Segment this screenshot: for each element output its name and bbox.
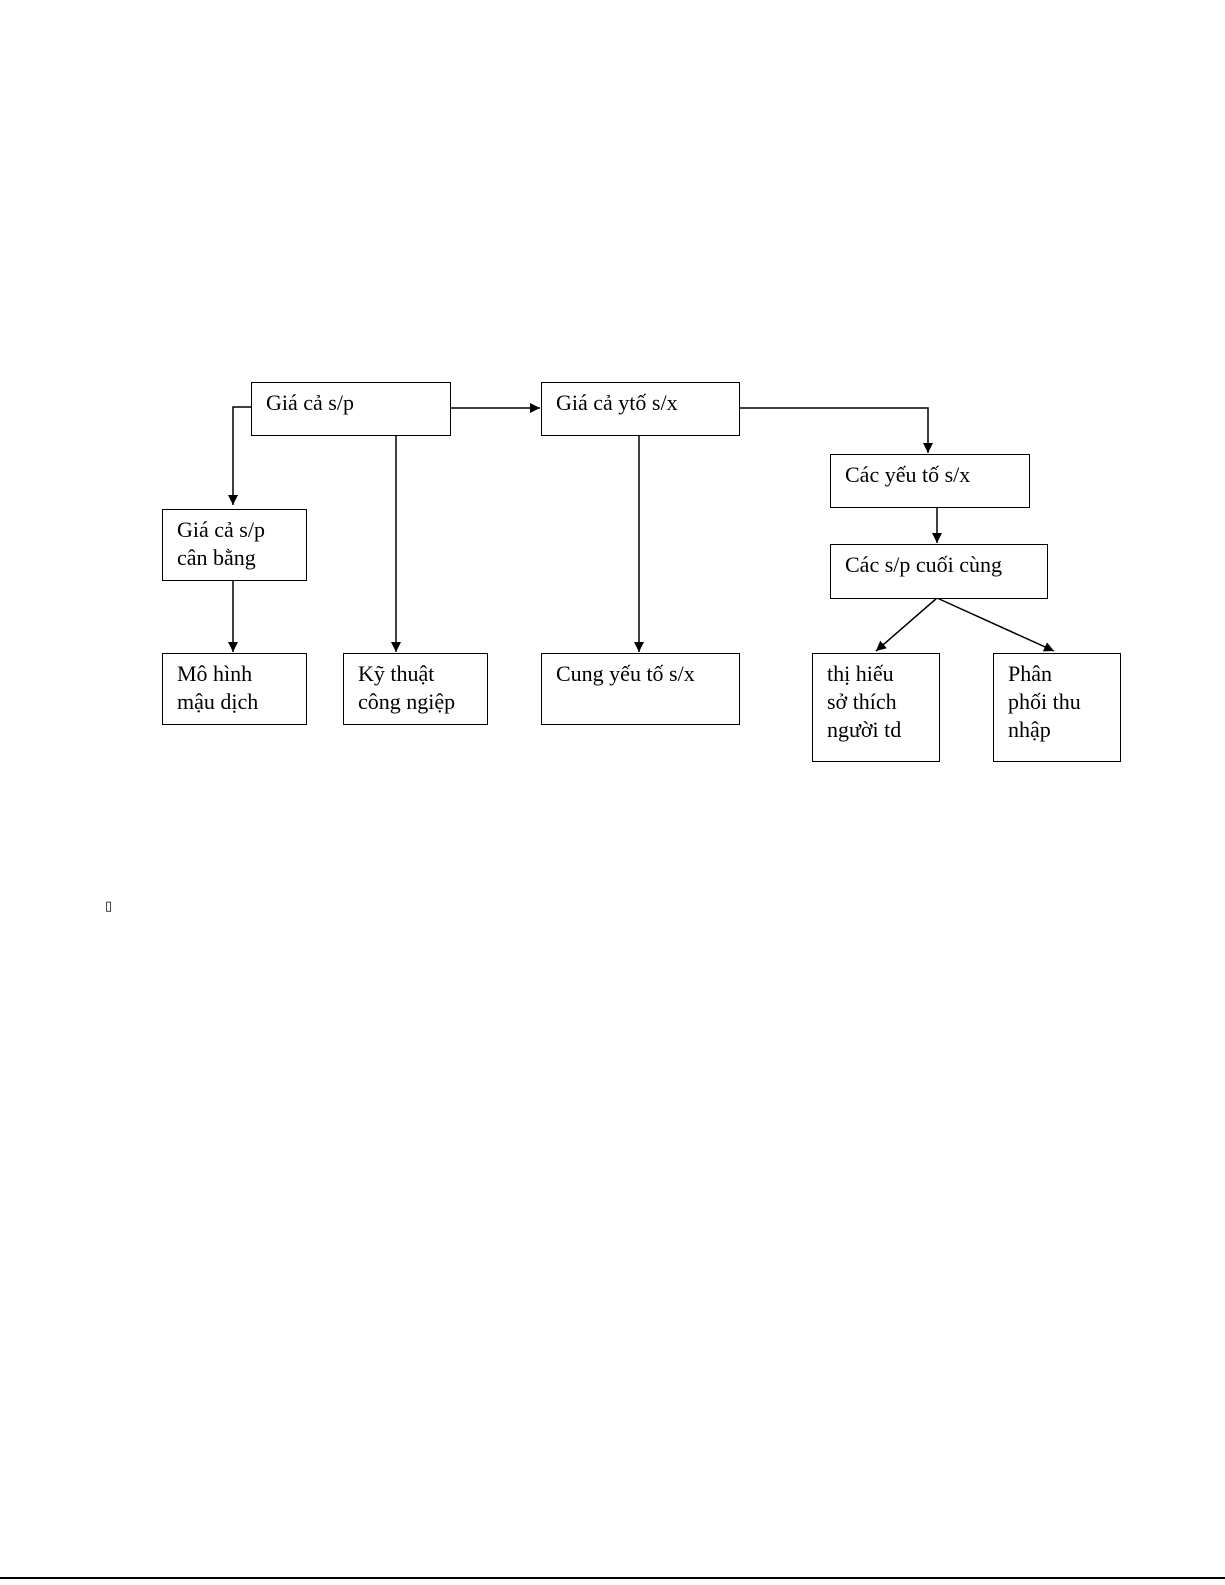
box-industrial-technology-line-1: Kỹ thuật	[358, 660, 473, 688]
box-industrial-technology: Kỹ thuật công ngiệp	[343, 653, 488, 725]
box-trade-model-line-1: Mô hình	[177, 660, 292, 688]
box-factor-supply: Cung yếu tố s/x	[541, 653, 740, 725]
box-product-price: Giá cả s/p	[251, 382, 451, 436]
box-income-distribution-line-1: Phân	[1008, 660, 1106, 688]
box-income-distribution-line-2: phối thu	[1008, 688, 1106, 716]
arrow-final-products-to-preferences	[876, 598, 937, 651]
box-industrial-technology-line-2: công ngiệp	[358, 688, 473, 716]
box-equilibrium-price: Giá cả s/p cân bằng	[162, 509, 307, 581]
arrow-final-products-to-income-distribution	[937, 598, 1054, 651]
stray-glyph: ▯	[105, 899, 112, 913]
box-trade-model: Mô hình mậu dịch	[162, 653, 307, 725]
box-equilibrium-price-line-1: Giá cả s/p	[177, 516, 292, 544]
box-income-distribution: Phân phối thu nhập	[993, 653, 1121, 762]
box-production-factors: Các yếu tố s/x	[830, 454, 1030, 508]
box-production-factors-label: Các yếu tố s/x	[845, 461, 1015, 489]
box-consumer-preferences-line-2: sở thích	[827, 688, 925, 716]
box-consumer-preferences-line-1: thị hiếu	[827, 660, 925, 688]
box-income-distribution-line-3: nhập	[1008, 716, 1106, 744]
box-factor-price-label: Giá cả ytố s/x	[556, 389, 725, 417]
box-factor-price: Giá cả ytố s/x	[541, 382, 740, 436]
box-product-price-label: Giá cả s/p	[266, 389, 436, 417]
page-bottom-rule	[0, 1577, 1225, 1579]
box-factor-supply-label: Cung yếu tố s/x	[556, 660, 725, 688]
box-consumer-preferences-line-3: người td	[827, 716, 925, 744]
box-equilibrium-price-line-2: cân bằng	[177, 544, 292, 572]
arrow-factor-price-to-production-factors	[740, 408, 928, 453]
box-trade-model-line-2: mậu dịch	[177, 688, 292, 716]
box-consumer-preferences: thị hiếu sở thích người td	[812, 653, 940, 762]
box-final-products: Các s/p cuối cùng	[830, 544, 1048, 599]
box-final-products-label: Các s/p cuối cùng	[845, 551, 1033, 579]
arrow-product-price-to-equilibrium	[233, 407, 251, 505]
